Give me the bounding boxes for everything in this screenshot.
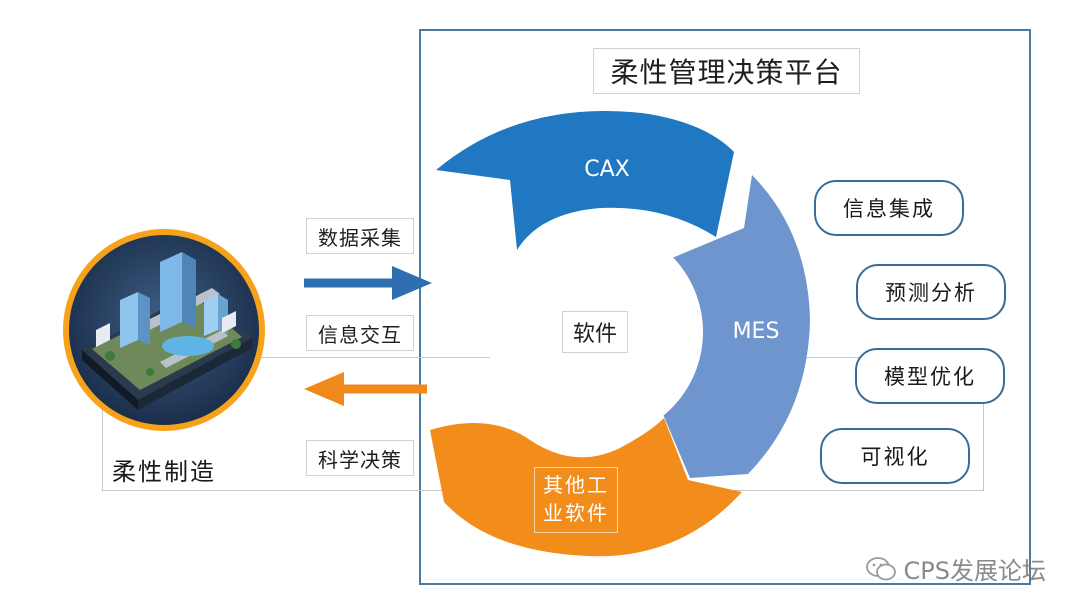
- outbound-arrow: [304, 372, 427, 406]
- capability-predictive-analysis: 预测分析: [856, 264, 1006, 320]
- cax-label: CAX: [584, 156, 630, 182]
- capability-visualization: 可视化: [820, 428, 970, 484]
- ring-segment-cax: [436, 110, 734, 250]
- watermark-text: CPS发展论坛: [903, 557, 1046, 585]
- arrow-label-info-exchange: 信息交互: [306, 315, 414, 351]
- watermark: CPS发展论坛: [865, 551, 1046, 586]
- flexible-manufacturing-caption: 柔性制造: [108, 452, 220, 487]
- platform-title: 柔性管理决策平台: [593, 48, 860, 94]
- mes-label: MES: [732, 318, 780, 344]
- inbound-arrow: [304, 266, 432, 300]
- capability-info-integration: 信息集成: [814, 180, 964, 236]
- other-software-line2: 业软件: [543, 501, 609, 525]
- arrow-label-scientific-decision: 科学决策: [306, 440, 414, 476]
- platform-frame: [419, 29, 1031, 585]
- arrow-label-data-collection: 数据采集: [306, 218, 414, 254]
- wechat-icon: [865, 556, 896, 580]
- other-software-line1: 其他工: [543, 473, 609, 497]
- other-software-label: 其他工 业软件: [534, 467, 618, 533]
- center-label: 软件: [562, 311, 628, 353]
- capability-model-optimization: 模型优化: [855, 348, 1005, 404]
- ring-segment-other: [430, 418, 742, 557]
- ring-segment-mes: [662, 175, 810, 478]
